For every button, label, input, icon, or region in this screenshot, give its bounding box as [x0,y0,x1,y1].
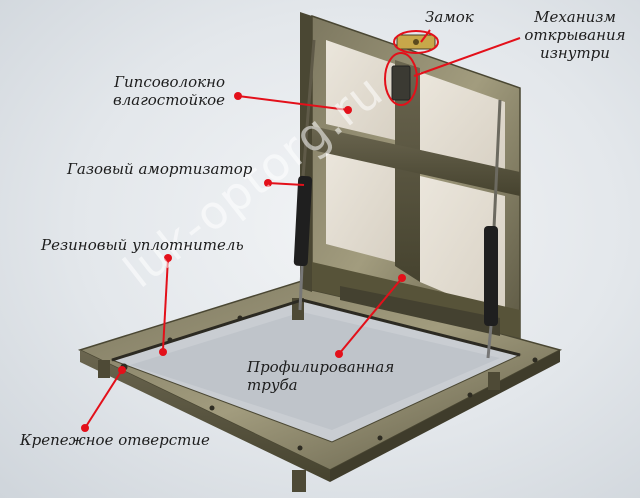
label-mounting-hole: Крепежное отверстие [20,431,210,449]
label-rubber-seal: Резиновый уплотнитель [41,236,244,254]
leader-dots [81,92,406,432]
leader-lines [84,29,521,429]
label-gypsum-fiber: Гипсоволокно влагостойкое [95,73,225,109]
gas-struts [293,39,502,359]
label-profiled-tube: Профилированная труба [247,358,394,394]
label-opening-mechanism-line2: открывания [524,26,626,44]
label-gypsum-fiber-line2: влагостойкое [112,91,225,109]
label-opening-mechanism: Механизм открывания изнутри [520,8,630,62]
label-lock: Замок [425,8,474,26]
label-gypsum-fiber-line1: Гипсоволокно [114,73,225,91]
label-profiled-tube-line1: Профилированная [247,358,395,376]
base-frame [77,279,563,492]
label-profiled-tube-line2: труба [247,376,298,394]
label-opening-mechanism-line1: Механизм [534,8,616,26]
label-gas-strut: Газовый амортизатор [67,160,253,178]
label-opening-mechanism-line3: изнутри [540,44,610,62]
